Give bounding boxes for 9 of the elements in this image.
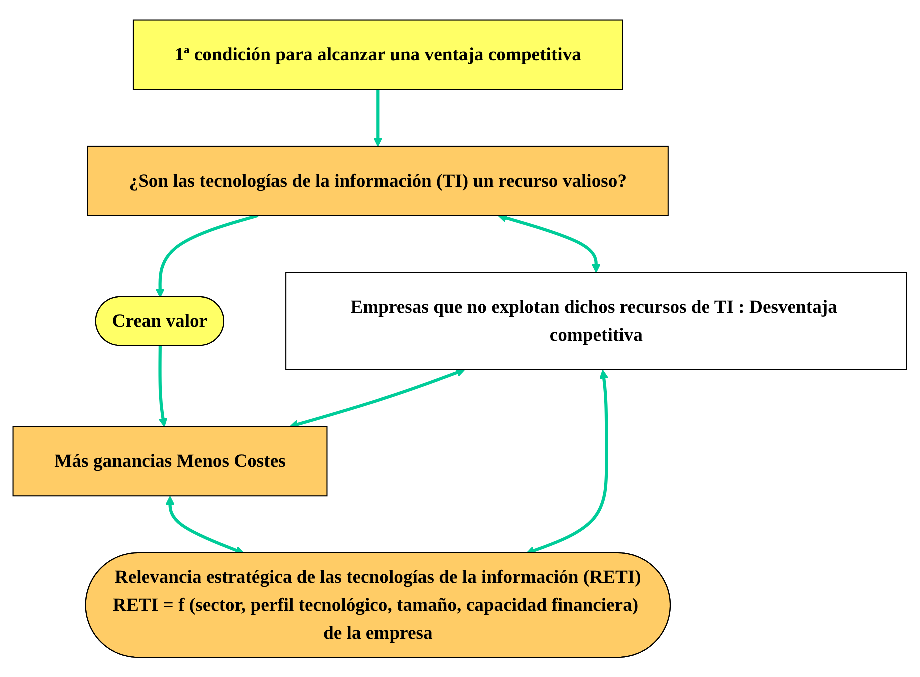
node-box: Empresas que no explotan dichos recursos de TI : Desventaja competitiva	[286, 272, 908, 370]
node-box: Más ganancias Menos Costes	[12, 426, 328, 496]
arrow	[166, 496, 244, 554]
arrow	[158, 346, 168, 427]
arrow	[156, 214, 259, 298]
arrow	[290, 368, 466, 428]
node-box: 1ª condición para alcanzar una ventaja competitiva	[132, 19, 624, 90]
arrow	[374, 89, 383, 146]
node-box: ¿Son las tecnologías de la información (TI) un recurso valioso?	[87, 146, 669, 216]
